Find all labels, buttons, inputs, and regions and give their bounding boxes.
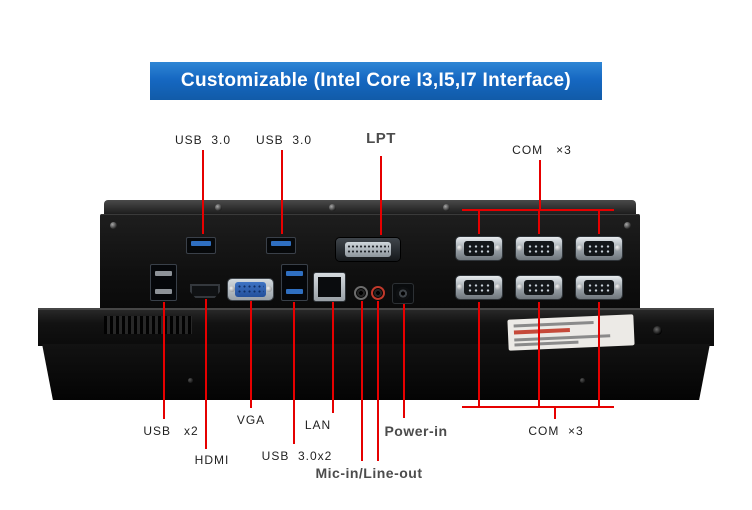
label-com-top: COM ×3 (512, 143, 572, 157)
usb-tongue (155, 271, 172, 276)
com-pins (524, 280, 554, 295)
screw-icon (495, 284, 501, 290)
hdmi-port (190, 284, 220, 298)
reset-hole (653, 326, 662, 335)
com-port-bottom-3 (576, 276, 622, 299)
screw-icon (443, 204, 450, 211)
usb3-tongue (271, 241, 291, 246)
usb3-tongue (191, 241, 211, 246)
screw-icon (577, 245, 583, 251)
callout-line (332, 302, 334, 413)
screw-icon (495, 245, 501, 251)
callout-line (478, 209, 480, 234)
sticker-line (514, 340, 579, 347)
screw-icon (615, 245, 621, 251)
banner-title: Customizable (Intel Core I3,I5,I7 Interf… (180, 70, 572, 91)
rear-enclosure-top-face (104, 200, 636, 216)
screw-icon (329, 204, 336, 211)
sticker-line (513, 328, 570, 335)
monitor-bottom-bezel (42, 344, 710, 400)
screw-icon (457, 284, 463, 290)
com-port-bottom-2 (516, 276, 562, 299)
com-pins (464, 280, 494, 295)
screw-icon (229, 286, 235, 292)
vga-port (228, 279, 273, 300)
com-pins (524, 241, 554, 256)
label-usb3-top-left: USB 3.0 (174, 133, 232, 147)
com-port-bottom-1 (456, 276, 502, 299)
usb-tongue (155, 289, 172, 294)
usb2-dual-port (150, 264, 177, 301)
screw-icon (580, 378, 585, 383)
callout-line (250, 301, 252, 408)
lpt-pins (345, 242, 391, 257)
sticker-line (513, 321, 594, 328)
screw-icon (517, 245, 523, 251)
callout-line (163, 302, 165, 419)
line-out-jack (371, 286, 385, 300)
callout-line (538, 302, 540, 406)
label-lpt: LPT (366, 130, 396, 147)
vga-pins (235, 282, 266, 297)
label-lan: LAN (304, 418, 332, 432)
vent-grille (104, 316, 192, 334)
callout-line (403, 304, 405, 418)
com-pins (584, 241, 614, 256)
power-in-jack (392, 283, 414, 304)
com-pins (464, 241, 494, 256)
screw-icon (110, 222, 117, 229)
callout-line (538, 209, 540, 234)
com-port-top-3 (576, 237, 622, 260)
com-port-top-1 (456, 237, 502, 260)
usb3-port-top-left (186, 237, 216, 254)
lan-opening (318, 277, 341, 297)
screw-icon (624, 222, 631, 229)
usb3-tongue (286, 271, 303, 276)
label-usb2: USB x2 (143, 424, 199, 438)
callout-line (377, 301, 379, 461)
label-vga: VGA (236, 413, 266, 427)
label-power-in: Power-in (384, 423, 448, 439)
com-port-top-2 (516, 237, 562, 260)
label-usb3-bottom: USB 3.0x2 (261, 449, 333, 463)
screw-icon (577, 284, 583, 290)
callout-line (361, 301, 363, 461)
callout-line (380, 156, 382, 235)
label-hdmi: HDMI (194, 453, 230, 467)
screw-icon (457, 245, 463, 251)
com-pins (584, 280, 614, 295)
lpt-port (336, 238, 400, 261)
callout-line (554, 406, 556, 419)
callout-line (539, 160, 541, 210)
label-com-bottom: COM ×3 (528, 424, 584, 438)
callout-line (478, 302, 480, 406)
lan-port (314, 273, 345, 301)
info-sticker (507, 314, 635, 351)
banner: Customizable (Intel Core I3,I5,I7 Interf… (150, 62, 602, 100)
label-mic-line-out: Mic-in/Line-out (315, 465, 423, 481)
screw-icon (266, 286, 272, 292)
callout-line (281, 150, 283, 234)
callout-line (202, 150, 204, 234)
screw-icon (215, 204, 222, 211)
callout-line (598, 209, 600, 234)
screw-icon (555, 284, 561, 290)
callout-line (205, 299, 207, 449)
power-pin (396, 287, 410, 300)
usb3-dual-port (281, 264, 308, 301)
label-usb3-top-right: USB 3.0 (255, 133, 313, 147)
screw-icon (555, 245, 561, 251)
callout-line (598, 302, 600, 406)
callout-line (462, 406, 614, 408)
callout-line (293, 302, 295, 444)
screw-icon (517, 284, 523, 290)
usb3-port-top-right (266, 237, 296, 254)
screw-icon (188, 378, 193, 383)
mic-in-jack (354, 286, 368, 300)
usb3-tongue (286, 289, 303, 294)
screw-icon (615, 284, 621, 290)
